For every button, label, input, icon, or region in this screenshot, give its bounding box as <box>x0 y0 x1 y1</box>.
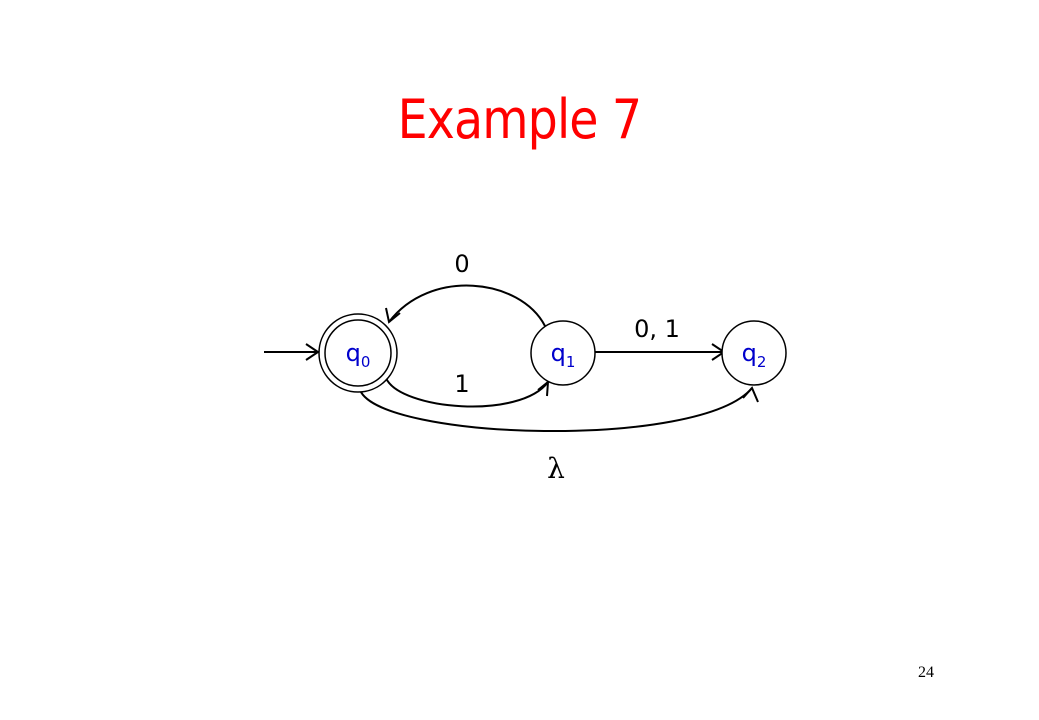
slide-number: 24 <box>918 664 934 681</box>
start-arrow <box>264 343 320 361</box>
transition-q1-q0 <box>385 284 546 327</box>
transition-q1-q2 <box>584 343 726 361</box>
state-label-q1: q1 <box>551 339 576 371</box>
state-label-q0: q0 <box>346 339 371 371</box>
transition-label-q0-q2: λ <box>547 452 565 485</box>
slide-title: Example 7 <box>397 88 642 151</box>
state-label-q2: q2 <box>742 339 767 371</box>
transition-label-q1-q0: 0 <box>454 250 469 278</box>
state-q2: q2 <box>721 320 787 386</box>
state-q0: q0 <box>318 313 398 393</box>
transition-label-q0-q1: 1 <box>454 370 469 398</box>
transition-q0-q2 <box>359 386 759 432</box>
transition-label-q1-q2: 0, 1 <box>634 315 680 343</box>
state-q1: q1 <box>530 320 596 386</box>
